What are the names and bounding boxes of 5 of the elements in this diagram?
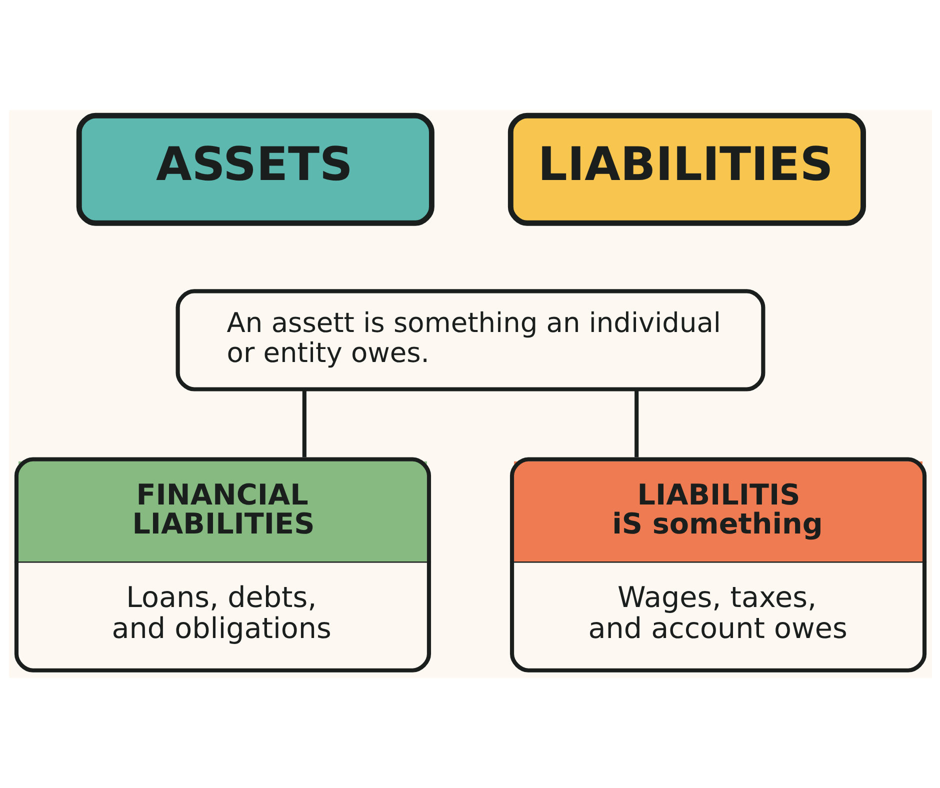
connector bbox=[302, 390, 306, 458]
connector bbox=[634, 390, 638, 458]
node-box: LIABILITIES bbox=[507, 112, 866, 226]
node-box: An assett is something an individual or entity owes. bbox=[175, 289, 765, 392]
node-box: ASSETS bbox=[76, 112, 434, 226]
